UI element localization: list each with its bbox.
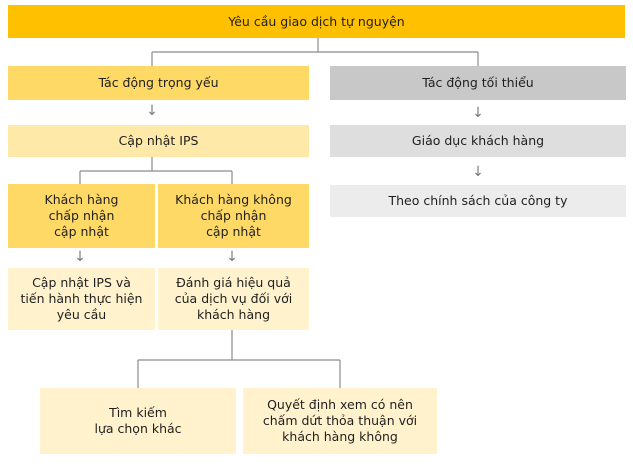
arrow-down-icon: ↓ — [472, 164, 484, 180]
root-label: Yêu cầu giao dịch tự nguyện — [228, 13, 405, 29]
major-impact-node: Tác động trọng yếu — [8, 66, 309, 100]
educate-client-node: Giáo dục khách hàng — [330, 125, 626, 157]
root-node: Yêu cầu giao dịch tự nguyện — [8, 5, 625, 38]
minor-impact-node: Tác động tối thiểu — [330, 66, 626, 100]
update-ips-node: Cập nhật IPS — [8, 125, 309, 157]
arrow-down-icon: ↓ — [472, 105, 484, 121]
seek-alternatives-node: Tìm kiếm lựa chọn khác — [40, 388, 236, 454]
update-ips-label: Cập nhật IPS — [118, 133, 199, 148]
update-ips-proceed-node: Cập nhật IPS và tiến hành thực hiện yêu … — [8, 268, 155, 330]
company-policy-node: Theo chính sách của công ty — [330, 185, 626, 217]
arrow-down-icon: ↓ — [146, 103, 158, 119]
educate-client-label: Giáo dục khách hàng — [411, 133, 545, 148]
arrow-down-icon: ↓ — [74, 249, 86, 265]
seek-alternatives-label: Tìm kiếm lựa chọn khác — [94, 405, 182, 436]
evaluate-service-node: Đánh giá hiệu quả của dịch vụ đối với kh… — [158, 268, 309, 330]
company-policy-label: Theo chính sách của công ty — [388, 193, 568, 208]
client-rejects-label: Khách hàng không chấp nhận cập nhật — [175, 192, 292, 239]
client-rejects-node: Khách hàng không chấp nhận cập nhật — [158, 184, 309, 248]
minor-impact-label: Tác động tối thiểu — [422, 75, 534, 90]
client-accepts-label: Khách hàng chấp nhận cập nhật — [44, 192, 119, 239]
update-ips-proceed-label: Cập nhật IPS và tiến hành thực hiện yêu … — [20, 275, 143, 322]
evaluate-service-label: Đánh giá hiệu quả của dịch vụ đối với kh… — [174, 275, 293, 322]
client-accepts-node: Khách hàng chấp nhận cập nhật — [8, 184, 155, 248]
terminate-agreement-node: Quyết định xem có nên chấm dứt thỏa thuậ… — [243, 388, 437, 454]
arrow-down-icon: ↓ — [226, 249, 238, 265]
terminate-agreement-label: Quyết định xem có nên chấm dứt thỏa thuậ… — [262, 397, 418, 444]
major-impact-label: Tác động trọng yếu — [98, 75, 219, 90]
